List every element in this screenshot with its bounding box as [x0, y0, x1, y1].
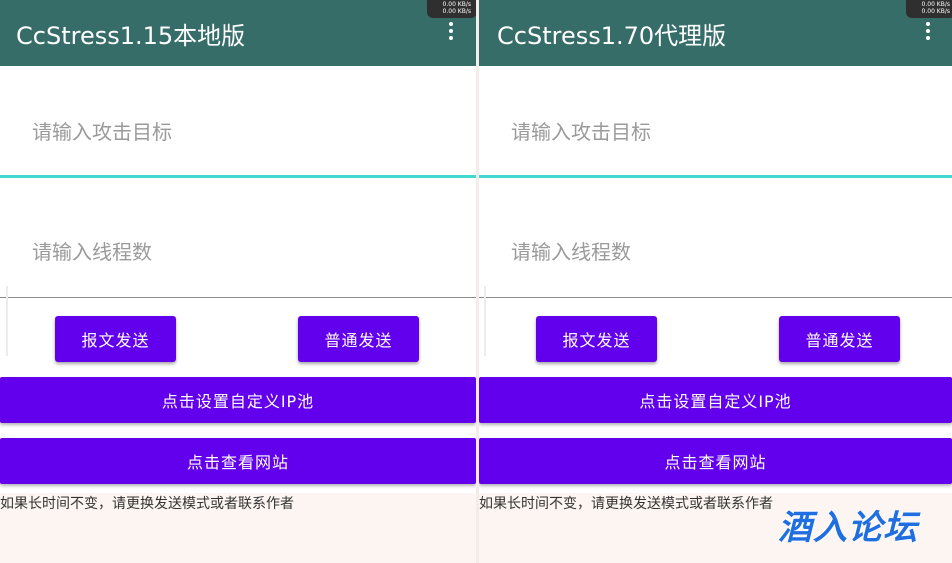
- thread-input-underline: [0, 297, 476, 298]
- panel-divider: [476, 0, 479, 563]
- forum-watermark: 酒入论坛: [778, 508, 918, 548]
- download-speed: 0.00 KB/s: [442, 8, 471, 15]
- left-screenshot-panel: CcStress1.15本地版 0.00 KB/s 0.00 KB/s 报文发送…: [0, 0, 476, 512]
- custom-ip-pool-button[interactable]: 点击设置自定义IP池: [0, 377, 476, 423]
- download-speed: 0.00 KB/s: [921, 8, 950, 15]
- thread-count-input[interactable]: [479, 206, 952, 298]
- report-send-button[interactable]: 报文发送: [55, 316, 176, 362]
- main-content: 报文发送 普通发送 点击设置自定义IP池 点击查看网站: [0, 66, 476, 493]
- network-speed-indicator: 0.00 KB/s 0.00 KB/s: [427, 0, 476, 18]
- upload-speed: 0.00 KB/s: [921, 1, 950, 8]
- target-input-underline: [479, 175, 952, 178]
- target-input[interactable]: [0, 86, 476, 178]
- view-website-button[interactable]: 点击查看网站: [479, 438, 952, 484]
- target-input-underline: [0, 175, 476, 178]
- scroll-edge-indicator: [484, 286, 486, 356]
- view-website-button[interactable]: 点击查看网站: [0, 438, 476, 484]
- target-input-container: [479, 86, 952, 178]
- app-bar: CcStress1.70代理版 0.00 KB/s 0.00 KB/s: [479, 0, 952, 66]
- normal-send-button[interactable]: 普通发送: [779, 316, 900, 362]
- normal-send-button[interactable]: 普通发送: [298, 316, 419, 362]
- report-send-button[interactable]: 报文发送: [536, 316, 657, 362]
- right-screenshot-panel: CcStress1.70代理版 0.00 KB/s 0.00 KB/s 报文发送…: [479, 0, 952, 563]
- thread-count-input[interactable]: [0, 206, 476, 298]
- more-vert-icon[interactable]: [925, 22, 931, 44]
- custom-ip-pool-button[interactable]: 点击设置自定义IP池: [479, 377, 952, 423]
- app-title: CcStress1.15本地版: [16, 22, 246, 50]
- upload-speed: 0.00 KB/s: [442, 1, 471, 8]
- target-input[interactable]: [479, 86, 952, 178]
- app-title: CcStress1.70代理版: [497, 22, 727, 50]
- hint-text: 如果长时间不变，请更换发送模式或者联系作者: [479, 496, 773, 512]
- network-speed-indicator: 0.00 KB/s 0.00 KB/s: [906, 0, 952, 18]
- thread-input-container: [479, 206, 952, 298]
- app-bar: CcStress1.15本地版 0.00 KB/s 0.00 KB/s: [0, 0, 476, 66]
- scroll-edge-indicator: [6, 286, 8, 356]
- main-content: 报文发送 普通发送 点击设置自定义IP池 点击查看网站: [479, 66, 952, 493]
- thread-input-underline: [479, 297, 952, 298]
- more-vert-icon[interactable]: [448, 22, 454, 44]
- hint-text: 如果长时间不变，请更换发送模式或者联系作者: [0, 496, 294, 512]
- target-input-container: [0, 86, 476, 178]
- thread-input-container: [0, 206, 476, 298]
